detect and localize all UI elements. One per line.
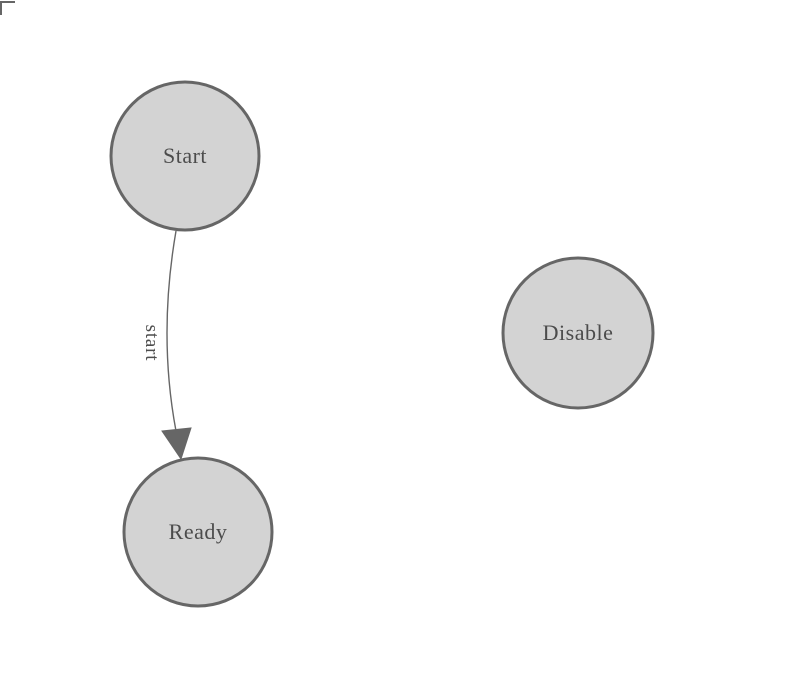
node-disable-label: Disable bbox=[543, 320, 614, 345]
node-start-label: Start bbox=[163, 143, 207, 168]
node-start-circle[interactable] bbox=[109, 80, 261, 232]
edge-label[interactable]: start bbox=[141, 325, 162, 362]
node-disable[interactable]: Disable bbox=[501, 256, 655, 410]
edge-start-to-ready[interactable]: start bbox=[141, 230, 192, 461]
node-ready-circle[interactable] bbox=[122, 456, 274, 608]
node-disable-circle[interactable] bbox=[501, 256, 655, 410]
edge-path[interactable] bbox=[166, 230, 177, 432]
node-start[interactable]: Start bbox=[109, 80, 261, 232]
arrowhead-icon bbox=[161, 427, 192, 461]
node-ready-label: Ready bbox=[169, 519, 228, 544]
canvas-origin-mark bbox=[0, 1, 15, 15]
node-ready[interactable]: Ready bbox=[122, 456, 274, 608]
